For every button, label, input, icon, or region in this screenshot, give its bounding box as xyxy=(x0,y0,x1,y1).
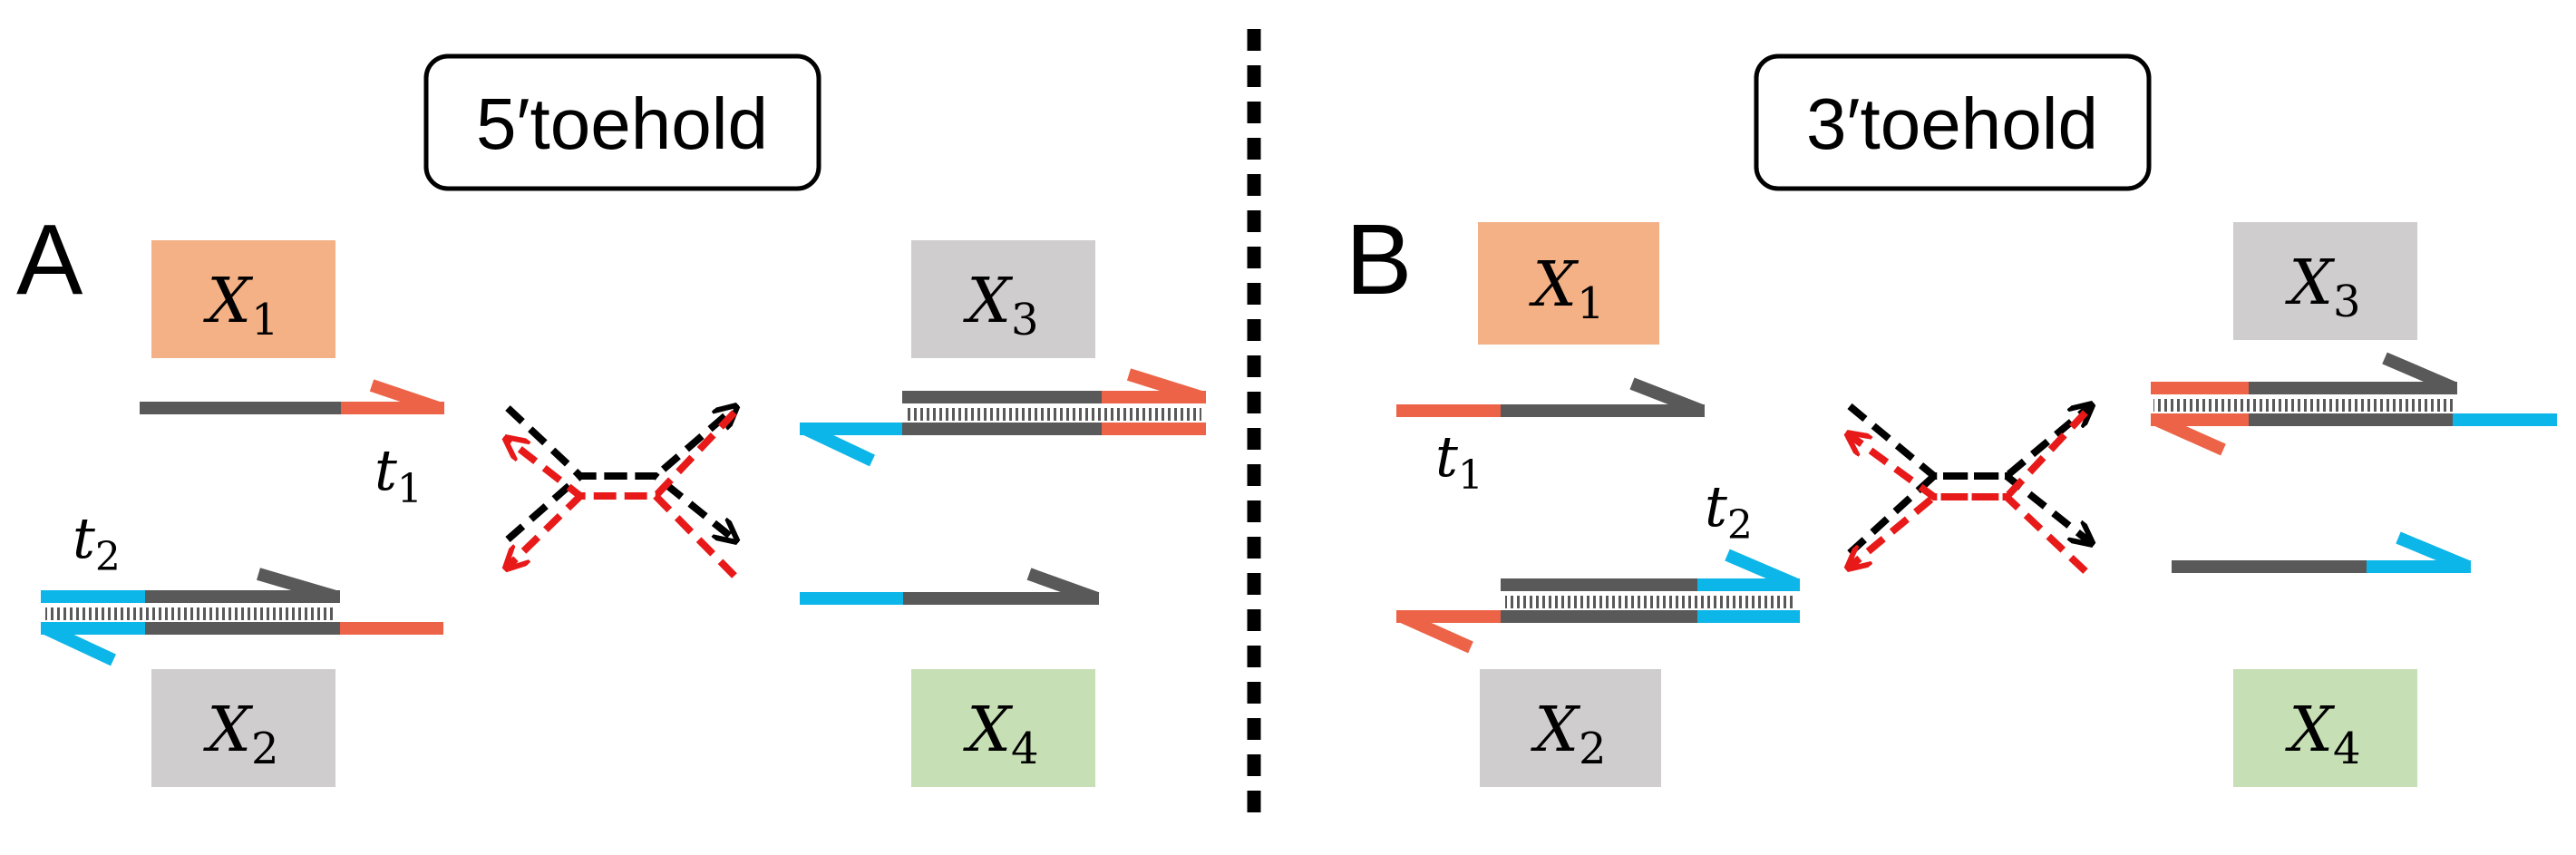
duplex-x3 xyxy=(800,368,1206,467)
species-box-x3 xyxy=(911,240,1095,358)
species-label-x4: X4 xyxy=(963,695,1039,774)
panel-a: A 5′toehold X1 X2 X3 X4 t1 t xyxy=(16,53,1206,787)
species-box-x3 xyxy=(2233,222,2417,340)
panel-b: B 3′toehold X1 X2 X3 X4 t1 t xyxy=(1346,53,2557,787)
strand-x4 xyxy=(800,568,1100,605)
reaction-arrows-a xyxy=(508,408,734,578)
panel-b-letter: B xyxy=(1346,204,1412,316)
panel-b-title: 3′toehold xyxy=(1806,83,2098,164)
panel-a-title: 5′toehold xyxy=(476,83,768,164)
species-box-x4 xyxy=(911,669,1095,787)
panel-b-title-box xyxy=(1754,53,2152,191)
species-label-x2: X2 xyxy=(1531,695,1607,774)
toehold-label-t1: t1 xyxy=(374,437,423,512)
strand-x1 xyxy=(1396,377,1705,417)
duplex-x2 xyxy=(41,568,443,666)
toehold-label-t2: t2 xyxy=(73,505,121,580)
panel-a-title-box xyxy=(423,53,821,191)
species-box-x2 xyxy=(1480,669,1661,787)
toehold-label-t1: t1 xyxy=(1435,423,1483,499)
strand-x4 xyxy=(2172,531,2471,573)
species-box-x1 xyxy=(151,240,335,358)
toehold-label-t2: t2 xyxy=(1705,473,1753,549)
duplex-x3 xyxy=(2151,352,2557,456)
species-label-x3: X3 xyxy=(963,266,1039,345)
duplex-x2 xyxy=(1396,549,1800,654)
species-label-x3: X3 xyxy=(2285,248,2361,327)
species-label-x2: X2 xyxy=(203,695,279,774)
species-label-x4: X4 xyxy=(2285,695,2361,774)
species-label-x1: X1 xyxy=(203,266,279,345)
reaction-arrows-b xyxy=(1850,406,2090,574)
strand-x1 xyxy=(140,379,444,414)
species-box-x1 xyxy=(1478,222,1659,345)
species-label-x1: X1 xyxy=(1529,249,1605,329)
species-box-x4 xyxy=(2233,669,2417,787)
panel-a-letter: A xyxy=(16,204,83,316)
species-box-x2 xyxy=(151,669,335,787)
